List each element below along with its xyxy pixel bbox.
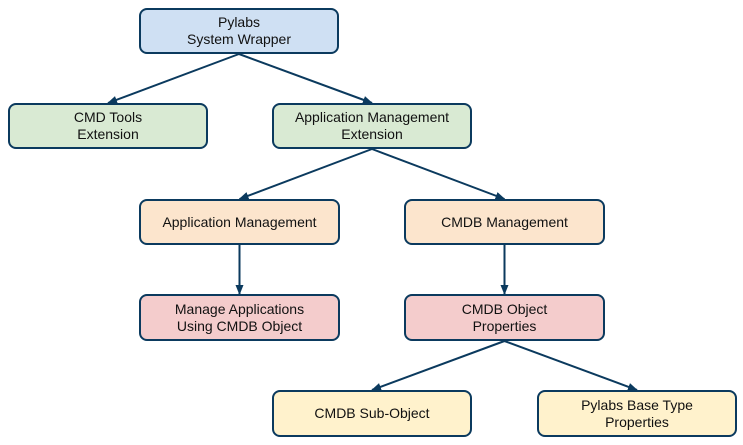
- node-cmdb-management: CMDB Management: [404, 199, 605, 245]
- node-application-management-extension: Application Management Extension: [272, 103, 472, 149]
- connector-arrow-props-to-basety: [504, 340, 638, 391]
- node-pylabs-base-type-properties: Pylabs Base Type Properties: [537, 390, 737, 437]
- node-manage-applications: Manage Applications Using CMDB Object: [139, 294, 340, 341]
- connector-arrow-root-to-cmd: [107, 53, 240, 104]
- node-cmd-tools-extension: CMD Tools Extension: [8, 103, 208, 149]
- connector-arrow-root-to-appext: [238, 53, 373, 104]
- connector-arrow-appext-to-appmgt: [238, 148, 373, 200]
- connector-arrow-props-to-subobj: [371, 340, 505, 391]
- node-cmdb-sub-object: CMDB Sub-Object: [272, 390, 472, 437]
- node-application-management: Application Management: [139, 199, 340, 245]
- connector-arrow-appext-to-cmdbmg: [371, 148, 506, 200]
- node-cmdb-object-properties: CMDB Object Properties: [404, 294, 605, 341]
- node-pylabs-system-wrapper: Pylabs System Wrapper: [139, 8, 339, 54]
